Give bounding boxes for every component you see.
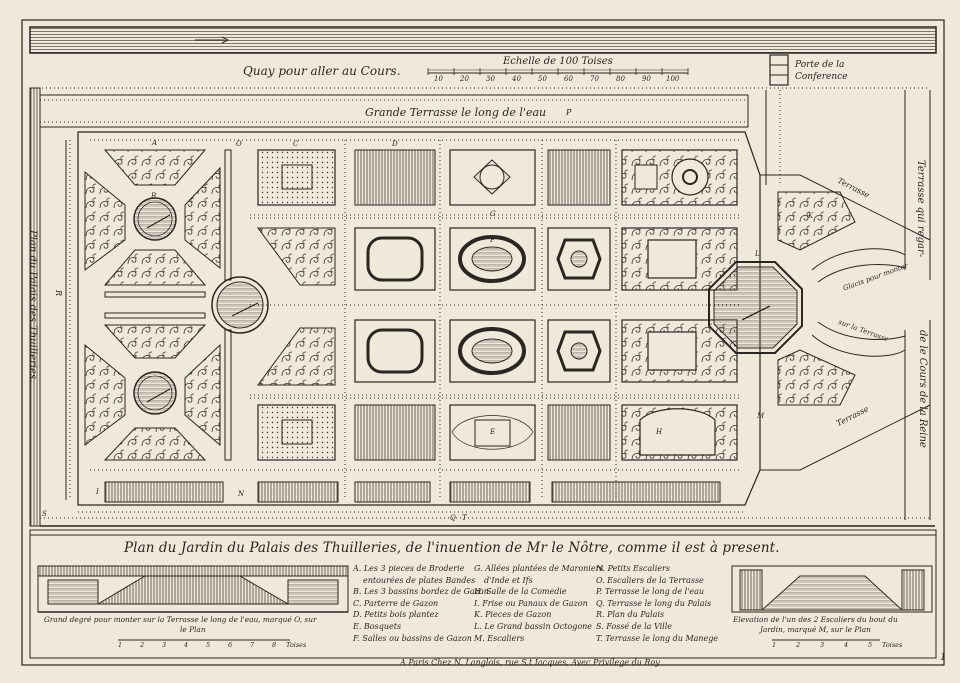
imprint-line: A Paris Chez N. Langlois, rue S.t Iacque… <box>400 658 660 667</box>
letter-e: E <box>490 428 496 436</box>
scale-tick: 4 <box>184 641 189 649</box>
legend-column-1: A. Les 3 pieces de Broderie entourées de… <box>353 563 489 644</box>
legend-item: K. Pieces de Gazon <box>474 610 552 620</box>
scale-tick: 7 <box>250 641 255 649</box>
legend-item: D. Petits bois plantez <box>353 610 439 620</box>
right-terrace-label-1: Terrasse qui regar- <box>915 160 926 258</box>
scale-tick: 6 <box>228 641 233 649</box>
letter-a: A <box>152 139 158 147</box>
scale-tick: 50 <box>538 75 547 83</box>
legend-item: T. Terrasse le long du Manege <box>596 633 719 643</box>
letter-s: S <box>42 510 47 518</box>
letter-m: M <box>757 412 765 420</box>
legend-item: C. Parterre de Gazon <box>353 598 439 608</box>
scale-tick: 5 <box>206 641 211 649</box>
legend-item: A. Les 3 pieces de Broderie <box>353 564 465 573</box>
scale-tick: 20 <box>460 75 469 83</box>
letter-q: Q <box>450 514 456 522</box>
palais-side-letter: R <box>54 290 63 297</box>
letter-n: N <box>238 490 245 498</box>
top-scale-bar <box>427 68 689 75</box>
legend-item: R. Plan du Palais <box>596 610 665 620</box>
legend-column-3: N. Petits Escaliers O. Escaliers de la T… <box>596 563 718 644</box>
letter-h: H <box>656 428 663 436</box>
legend-item: I. Frise ou Panaux de Gazon <box>474 598 588 608</box>
left-inset-caption-2: le Plan <box>180 625 206 634</box>
scale-tick: 8 <box>272 641 277 649</box>
scale-tick: 1 <box>772 641 777 649</box>
scale-tick: 1 <box>118 641 123 649</box>
grande-terrasse-label: Grande Terrasse le long de l'eau <box>365 106 547 119</box>
letter-d: D <box>392 140 398 148</box>
plate-title: Plan du Jardin du Palais des Thuilleries… <box>124 540 780 556</box>
legend-item: entourées de plates Bandes <box>363 575 476 585</box>
scale-tick: 3 <box>162 641 167 649</box>
legend-item: M. Escaliers <box>474 633 525 643</box>
legend-item: E. Bosquets <box>353 621 402 631</box>
left-inset-caption-1: Grand degré pour monter sur la Terrasse … <box>44 615 317 624</box>
legend-item: P. Terrasse le long de l'eau <box>596 587 705 597</box>
letter-g: G <box>490 210 496 218</box>
palais-side-label: Plan du Palais des Thuilleries. <box>27 230 38 383</box>
legend-column-2: G. Allées plantées de Maroniers d'Inde e… <box>474 563 604 644</box>
legend-item: N. Petits Escaliers <box>596 564 670 573</box>
left-elevation-inset <box>37 565 349 641</box>
legend-item: F. Salles ou bassins de Gazon <box>353 633 472 643</box>
plate-number: 1 <box>940 652 947 663</box>
letter-o: O <box>236 140 242 148</box>
scale-tick: 4 <box>844 641 849 649</box>
porte-label-2: Conference <box>795 72 848 82</box>
right-inset-caption-1: Elevation de l'un des 2 Escaliers du bou… <box>733 615 898 624</box>
legend-item: O. Escaliers de la Terrasse <box>596 575 704 585</box>
right-inset-caption-2: Jardin, marqué M, sur le Plan <box>760 625 871 634</box>
porte-label-1: Porte de la <box>795 60 845 70</box>
scale-unit: Toises <box>286 641 307 649</box>
scale-unit: Toises <box>882 641 903 649</box>
broderie-bottom <box>84 324 221 461</box>
letter-k: K <box>808 212 814 220</box>
legend-item: d'Inde et Ifs <box>484 575 533 585</box>
right-terrace-label-2: de le Cours de la Reine <box>917 330 928 448</box>
letter-l: L <box>755 250 760 258</box>
scale-tick: 40 <box>512 75 521 83</box>
scale-tick: 70 <box>590 75 599 83</box>
scale-tick: 5 <box>868 641 873 649</box>
legend-item: L. Le Grand bassin Octogone <box>474 621 593 631</box>
scale-tick: 100 <box>666 75 680 83</box>
broderie-top <box>84 149 221 286</box>
quay-label: Quay pour aller au Cours. <box>243 64 401 78</box>
legend-item: S. Fossé de la Ville <box>596 621 673 631</box>
scale-tick: 30 <box>486 75 495 83</box>
grande-terrasse-letter: P <box>566 108 572 117</box>
letter-c: C <box>293 140 299 148</box>
right-elevation-inset <box>731 565 933 641</box>
scale-tick: 80 <box>616 75 625 83</box>
legend-item: B. Les 3 bassins bordez de Gazon <box>353 587 489 597</box>
letter-b: B <box>151 192 157 200</box>
legend-item: H. Salle de la Comedie <box>474 587 567 597</box>
letter-f: F <box>490 236 495 244</box>
scale-tick: 10 <box>434 75 443 83</box>
scale-tick: 2 <box>796 641 801 649</box>
scale-tick: 3 <box>820 641 825 649</box>
scale-title: Echelle de 100 Toises <box>503 56 613 67</box>
scale-tick: 60 <box>564 75 573 83</box>
letter-t: T <box>462 514 467 522</box>
letter-i: I <box>96 488 99 496</box>
legend-item: G. Allées plantées de Maroniers <box>474 564 604 573</box>
scale-tick: 2 <box>140 641 145 649</box>
legend-item: Q. Terrasse le long du Palais <box>596 598 712 608</box>
scale-tick: 90 <box>642 75 651 83</box>
